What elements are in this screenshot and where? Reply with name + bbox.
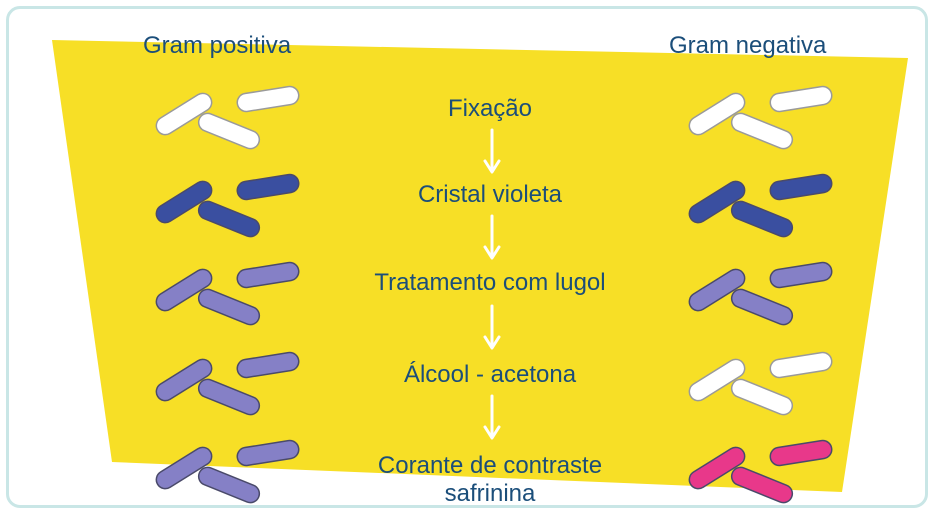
down-arrow-icon xyxy=(483,128,501,174)
gram-positive-safranina-bacteria xyxy=(155,439,300,504)
down-arrow-icon xyxy=(483,214,501,260)
bacillus-icon xyxy=(155,92,213,136)
gram-positive-alcool-bacteria xyxy=(155,351,300,416)
bacillus-icon xyxy=(197,466,261,504)
gram-positive-fixacao-bacteria xyxy=(155,85,300,150)
step-alcool-acetona-label: Álcool - acetona xyxy=(403,361,577,388)
bacillus-icon xyxy=(197,288,261,326)
bacillus-icon xyxy=(236,85,300,113)
yellow-trapezoid xyxy=(52,40,908,492)
gram-negative-cristal-violeta-bacteria xyxy=(688,173,833,238)
step-lugol-label: Tratamento com lugol xyxy=(374,269,606,296)
bacillus-icon xyxy=(688,358,746,402)
bacillus-icon xyxy=(155,180,213,224)
bacillus-icon xyxy=(236,173,300,201)
gram-positive-cristal-violeta-bacteria xyxy=(155,173,300,238)
bacillus-icon xyxy=(730,378,794,416)
bacillus-icon xyxy=(688,268,746,312)
gram-negative-alcool-bacteria xyxy=(688,351,833,416)
diagram-frame xyxy=(6,6,928,508)
gram-negative-lugol-bacteria xyxy=(688,261,833,326)
bacillus-icon xyxy=(197,200,261,238)
step-safrinina-label: safrinina xyxy=(444,480,536,507)
bacillus-icon xyxy=(197,112,261,150)
gram-positive-lugol-bacteria xyxy=(155,261,300,326)
bacillus-icon xyxy=(769,85,833,113)
bacillus-icon xyxy=(236,439,300,467)
step-corante-contraste-label: Corante de contraste xyxy=(377,452,603,479)
bacillus-icon xyxy=(730,112,794,150)
down-arrow-icon xyxy=(483,394,501,440)
step-fixacao-label: Fixação xyxy=(447,95,533,122)
bacillus-icon xyxy=(688,180,746,224)
bacillus-icon xyxy=(155,446,213,490)
gram-negative-fixacao-bacteria xyxy=(688,85,833,150)
bacillus-icon xyxy=(769,439,833,467)
down-arrow-icon xyxy=(483,304,501,350)
bacillus-icon xyxy=(155,268,213,312)
bacillus-icon xyxy=(688,92,746,136)
bacillus-icon xyxy=(236,351,300,379)
bacillus-icon xyxy=(769,351,833,379)
bacillus-icon xyxy=(769,173,833,201)
bacillus-icon xyxy=(688,446,746,490)
gram-negative-safranina-bacteria xyxy=(688,439,833,504)
gram-positive-title: Gram positiva xyxy=(143,32,292,59)
bacillus-icon xyxy=(197,378,261,416)
bacillus-icon xyxy=(730,466,794,504)
bacillus-icon xyxy=(155,358,213,402)
bacillus-icon xyxy=(769,261,833,289)
bacillus-icon xyxy=(236,261,300,289)
bacillus-icon xyxy=(730,288,794,326)
gram-negative-title: Gram negativa xyxy=(669,32,827,59)
step-cristal-violeta-label: Cristal violeta xyxy=(417,181,563,208)
bacillus-icon xyxy=(730,200,794,238)
